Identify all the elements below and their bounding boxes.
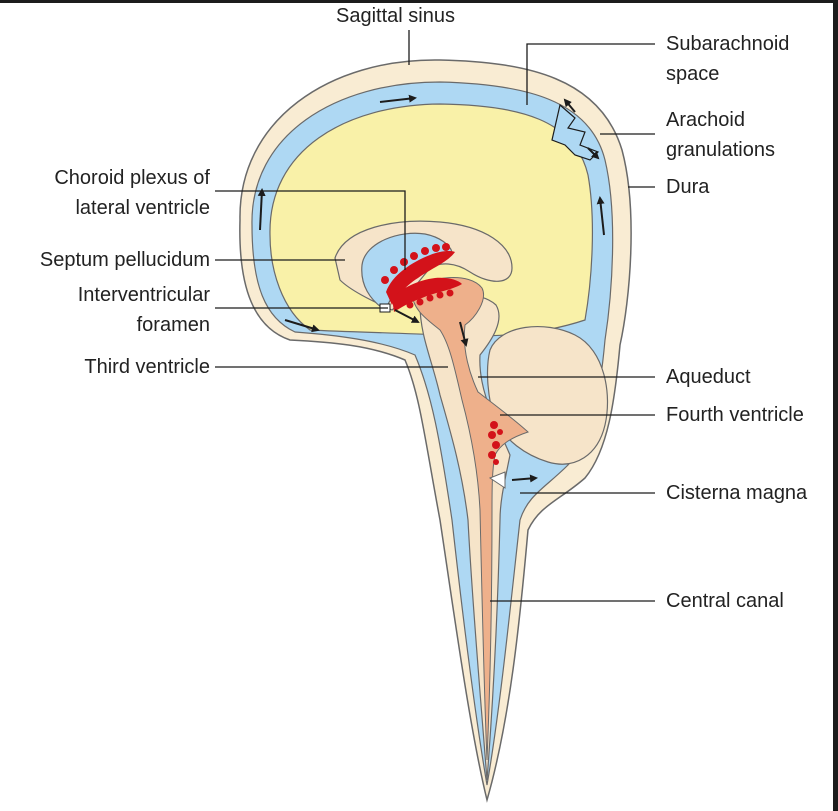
label-subarachnoid-space-line2: space — [666, 63, 720, 85]
label-arachoid-granulations-line1: Arachoid — [666, 109, 745, 131]
choroid-plexus-third-fronds — [406, 289, 454, 309]
cisterna-magna-marker — [488, 471, 506, 489]
label-choroid-plexus: Choroid plexus of lateral ventricle — [54, 163, 210, 223]
frame-top-edge — [0, 0, 838, 3]
label-central-canal: Central canal — [666, 590, 784, 612]
leader-lines — [215, 30, 655, 602]
label-aqueduct: Aqueduct — [666, 366, 751, 388]
csf-flow-arrows — [257, 94, 605, 483]
label-choroid-plexus-line2: lateral ventricle — [75, 197, 210, 219]
label-subarachnoid-space: Subarachnoid space — [666, 29, 789, 89]
label-septum-pellucidum: Septum pellucidum — [39, 249, 210, 271]
label-sagittal-sinus: Sagittal sinus — [336, 5, 455, 27]
frame-right-edge — [833, 0, 838, 811]
label-arachoid-granulations-line2: granulations — [666, 139, 775, 161]
label-choroid-plexus-line1: Choroid plexus of — [54, 167, 210, 189]
label-fourth-ventricle: Fourth ventricle — [666, 404, 804, 426]
choroid-plexus-lateral — [386, 251, 455, 305]
label-cisterna-magna: Cisterna magna — [666, 482, 808, 504]
label-interventricular-foramen: Interventricular foramen — [78, 280, 210, 340]
label-arachoid-granulations: Arachoid granulations — [666, 105, 775, 165]
choroid-plexus-fourth — [488, 421, 503, 465]
label-dura: Dura — [666, 176, 710, 198]
choroid-plexus-fronds — [381, 243, 450, 284]
choroid-plexus-third — [392, 277, 462, 312]
label-interventricular-foramen-line2: foramen — [136, 314, 210, 336]
ventricular-system — [411, 277, 529, 761]
label-interventricular-foramen-line1: Interventricular — [77, 284, 210, 306]
label-third-ventricle: Third ventricle — [84, 356, 210, 378]
label-subarachnoid-space-line1: Subarachnoid — [666, 33, 790, 55]
